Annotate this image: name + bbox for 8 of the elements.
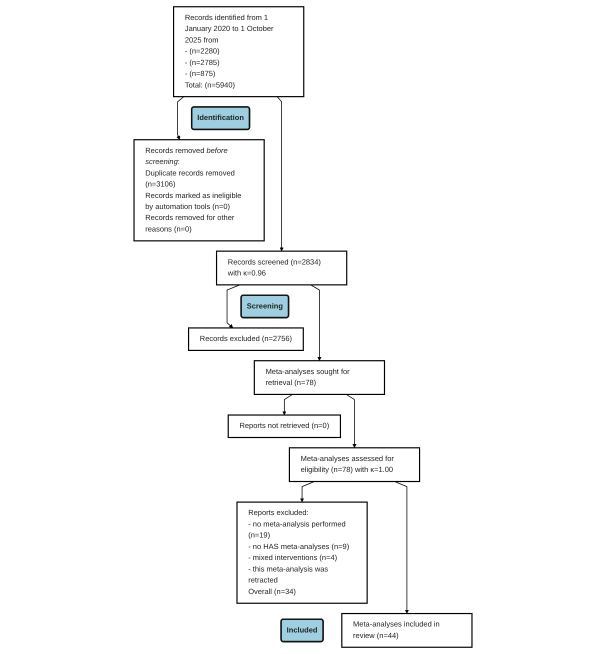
arrow xyxy=(226,284,240,328)
arrow xyxy=(394,481,409,614)
arrow xyxy=(310,284,322,361)
arrow xyxy=(346,394,357,448)
arrow xyxy=(176,96,184,140)
arrow xyxy=(282,394,293,416)
arrow xyxy=(276,96,284,252)
arrow xyxy=(300,481,315,502)
